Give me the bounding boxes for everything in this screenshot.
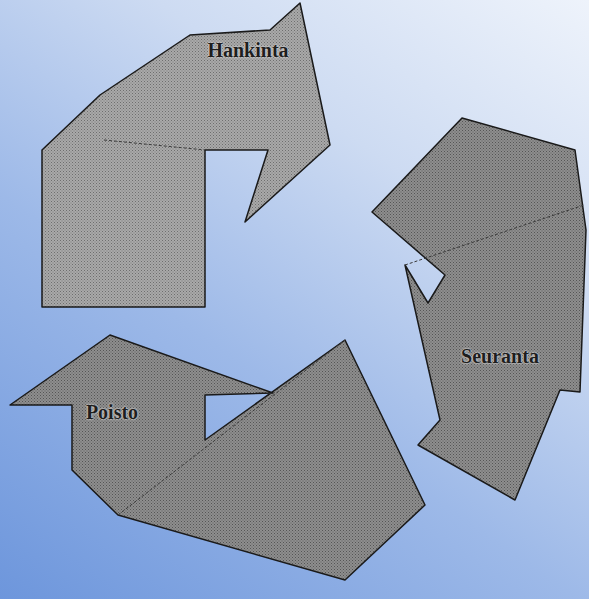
arrow-body (10, 335, 425, 580)
arrow-shape: Hankinta (42, 3, 330, 307)
arrow-shape: Seuranta (372, 118, 586, 500)
arrow-outline (10, 335, 425, 580)
arrow-label: Hankinta (207, 39, 288, 61)
fold-line (118, 340, 345, 515)
arrow-shape: Poisto (10, 335, 425, 580)
arrow-body (42, 3, 330, 307)
fold-line (104, 140, 205, 150)
arrow-body (372, 118, 586, 500)
arrow-label: Poisto (86, 401, 138, 423)
fold-line (405, 205, 584, 265)
arrow-outline (372, 118, 586, 500)
arrow-label: Seuranta (461, 345, 539, 367)
